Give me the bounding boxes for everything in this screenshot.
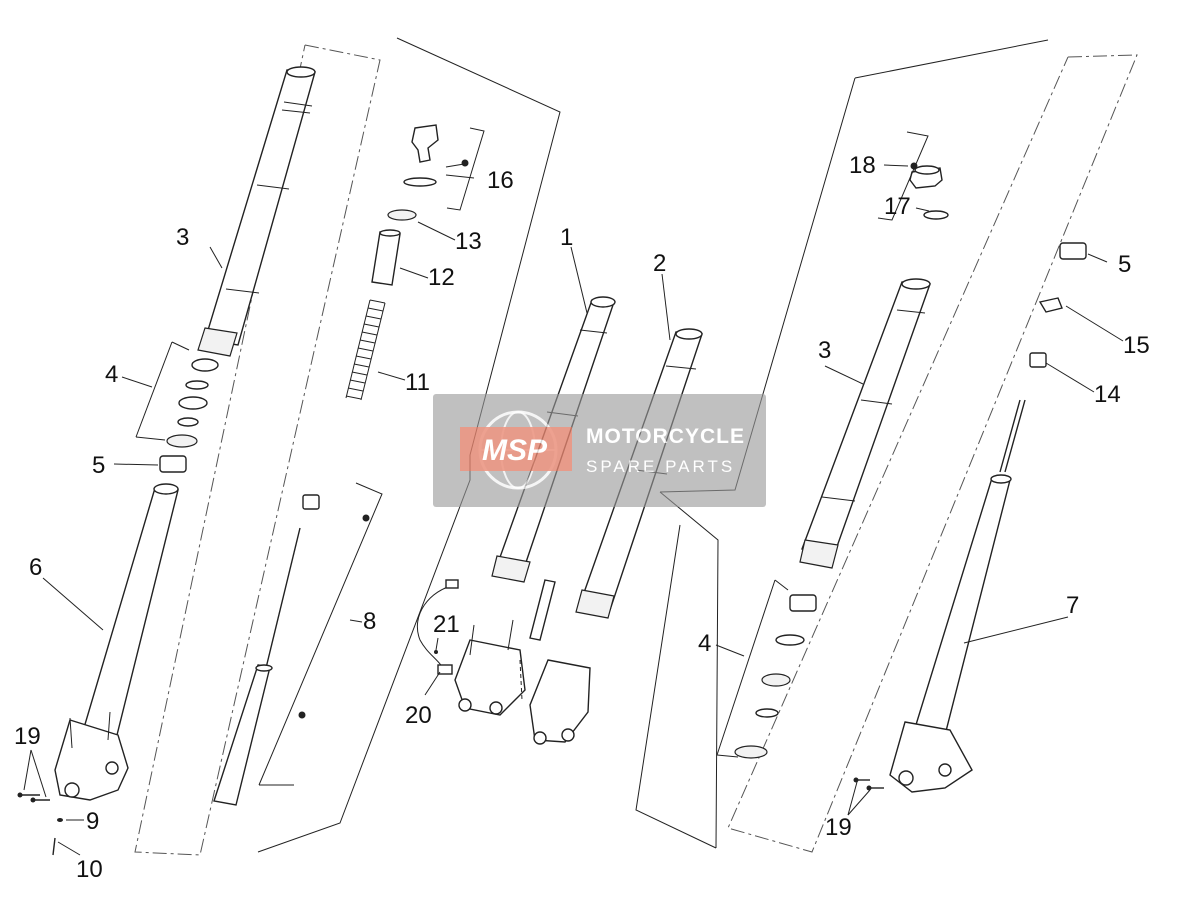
callout-3-left: 3 [176,224,189,251]
left-small-screws [17,792,63,856]
callout-8: 8 [363,608,376,635]
sensor-cable-20-21 [416,579,556,701]
callout-9: 9 [86,808,99,835]
callout-4-right: 4 [698,630,711,657]
callout-19-right: 19 [825,814,852,841]
watermark-title: MOTORCYCLE [586,425,745,448]
callout-18: 18 [849,152,876,179]
callout-19-left: 19 [14,723,41,750]
left-fork-tube-3 [197,66,316,357]
callout-5-left: 5 [92,452,105,479]
callout-3-right: 3 [818,337,831,364]
cap-16 [403,124,469,187]
callout-10: 10 [76,856,103,883]
callout-14: 14 [1094,381,1121,408]
left-seal-kit-4 [166,358,219,448]
right-fork-slider-7 [889,399,1026,793]
right-small-screws [853,777,884,791]
callout-2: 2 [653,250,666,277]
right-seal-kit-4 [734,594,817,759]
fork-leg-2 [529,328,703,745]
callout-4-left: 4 [105,361,118,388]
spring-11 [345,299,386,401]
right-fork-tube-3 [799,278,931,569]
callout-12: 12 [428,264,455,291]
preload-13 [387,209,417,221]
callout-7: 7 [1066,592,1079,619]
right-parts-5-15-14 [1029,242,1087,368]
spacer-12 [371,229,401,286]
callout-1: 1 [560,224,573,251]
watermark: MSP MOTORCYCLE SPARE PARTS [433,394,766,507]
cartridge-8 [213,494,370,806]
callout-5-right: 5 [1118,251,1131,278]
left-fork-slider-6 [54,483,179,801]
callout-numbers: 1 2 3 3 4 4 5 5 6 7 8 9 10 11 12 13 14 1… [14,152,1150,883]
watermark-logo: MSP [482,434,548,467]
callout-13: 13 [455,228,482,255]
callout-21: 21 [433,611,460,638]
callout-6: 6 [29,554,42,581]
callout-15: 15 [1123,332,1150,359]
callout-11: 11 [405,369,430,396]
watermark-subtitle: SPARE PARTS [586,457,735,476]
left-bushing-5 [159,455,187,473]
callout-20: 20 [405,702,432,729]
leader-lines [23,127,1124,856]
callout-16: 16 [487,167,514,194]
callout-17: 17 [884,193,911,220]
right-cap-18 [909,162,949,220]
